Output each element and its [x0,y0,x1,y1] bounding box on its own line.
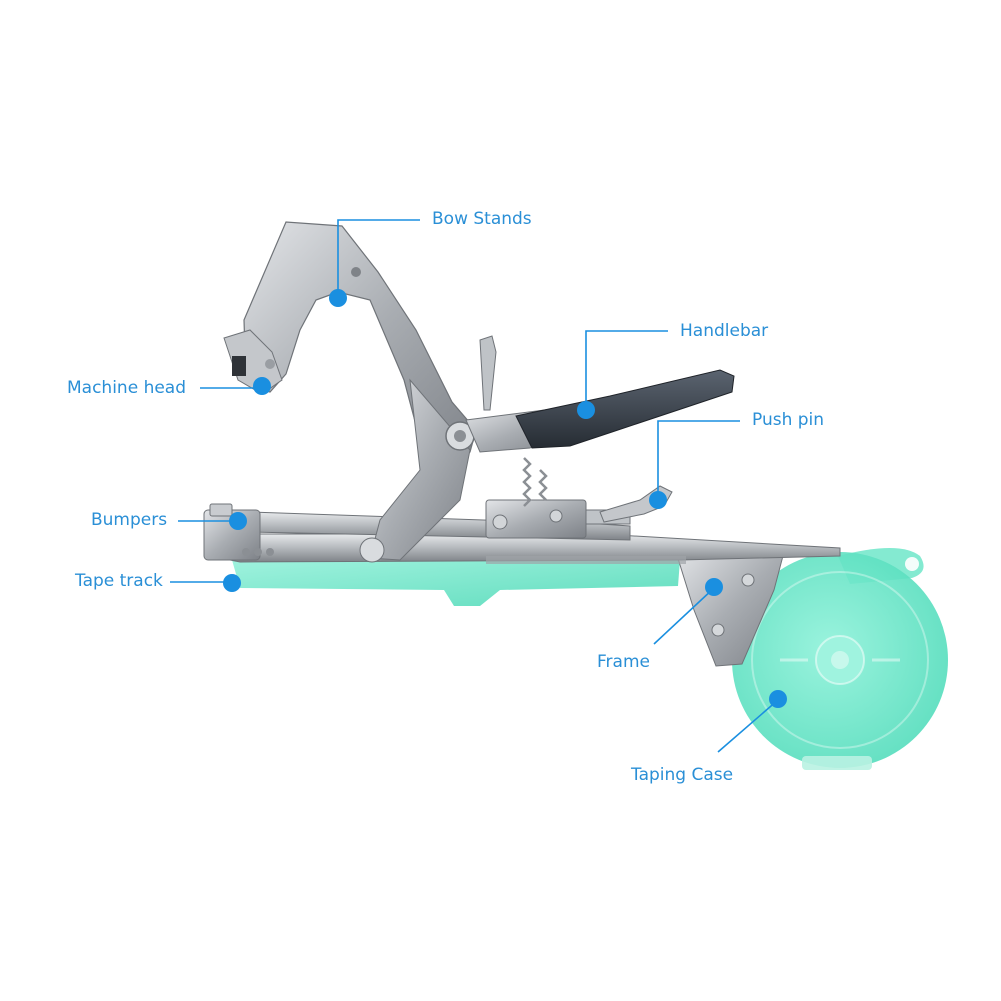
label-bow-stands: Bow Stands [432,209,532,229]
label-push-pin: Push pin [752,410,825,430]
dot-push-pin [649,491,667,509]
dot-tape-track [223,574,241,592]
leader-taping-case [717,699,779,753]
dot-bumpers [229,512,247,530]
label-taping-case: Taping Case [631,765,734,785]
handlebar-grip [515,369,735,449]
spring [522,457,532,507]
label-machine-head: Machine head [67,378,187,398]
dot-taping-case [769,690,787,708]
dot-handlebar [577,401,595,419]
label-bumpers: Bumpers [91,510,168,530]
tape-track-shape [232,560,680,606]
leader-handlebar [585,330,668,410]
dot-bow-stands [329,289,347,307]
leader-bow-stands [337,219,420,298]
dot-machine-head [253,377,271,395]
label-handlebar: Handlebar [680,321,769,341]
leader-frame [653,587,715,645]
label-frame: Frame [597,652,650,672]
machine-head-shape [223,329,283,395]
dot-frame [705,578,723,596]
label-tape-track: Tape track [75,571,163,591]
leader-push-pin [657,420,740,498]
